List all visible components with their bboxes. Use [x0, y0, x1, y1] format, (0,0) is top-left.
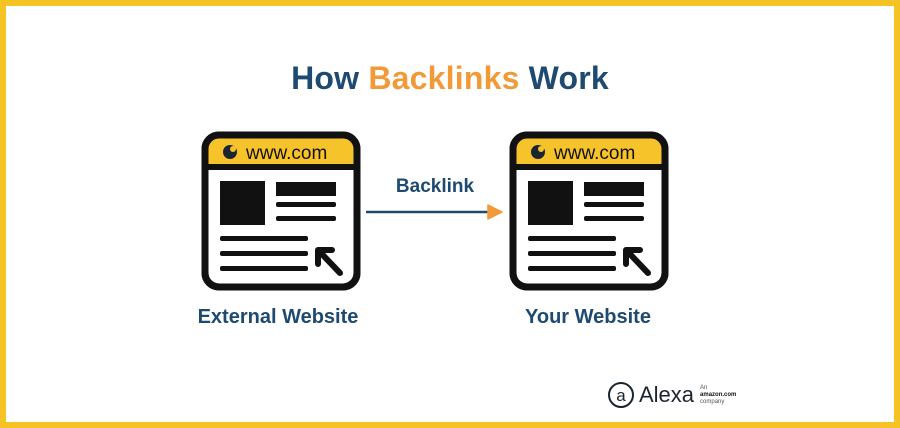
backlink-label: Backlink — [395, 176, 475, 197]
arrow-right-icon — [366, 204, 503, 220]
tagline-line2: amazon.com — [700, 391, 737, 398]
title-prefix: How — [291, 60, 369, 96]
amazon-tagline: An amazon.com company — [700, 385, 736, 406]
external-website-browser-icon: www.com — [200, 130, 362, 292]
diagram-title: How Backlinks Work — [0, 60, 900, 97]
browser-url: www.com — [245, 143, 327, 164]
your-website-browser-icon: www.com — [508, 130, 670, 292]
tagline-line3: company — [700, 398, 725, 405]
logo-circle-icon — [223, 145, 237, 159]
browser-url: www.com — [553, 143, 635, 164]
cursor-arrow-icon — [623, 247, 651, 276]
title-suffix: Work — [519, 60, 609, 96]
your-website-caption: Your Website — [525, 306, 651, 328]
alexa-logo: a Alexa An amazon.com company — [608, 378, 736, 412]
alexa-logo-icon: a — [608, 382, 634, 408]
title-highlight: Backlinks — [368, 60, 520, 96]
cursor-arrow-icon — [315, 247, 343, 276]
tagline-line1: An — [700, 384, 708, 391]
external-website-caption: External Website — [197, 306, 359, 328]
logo-circle-icon — [531, 145, 545, 159]
alexa-wordmark: Alexa — [639, 382, 695, 407]
